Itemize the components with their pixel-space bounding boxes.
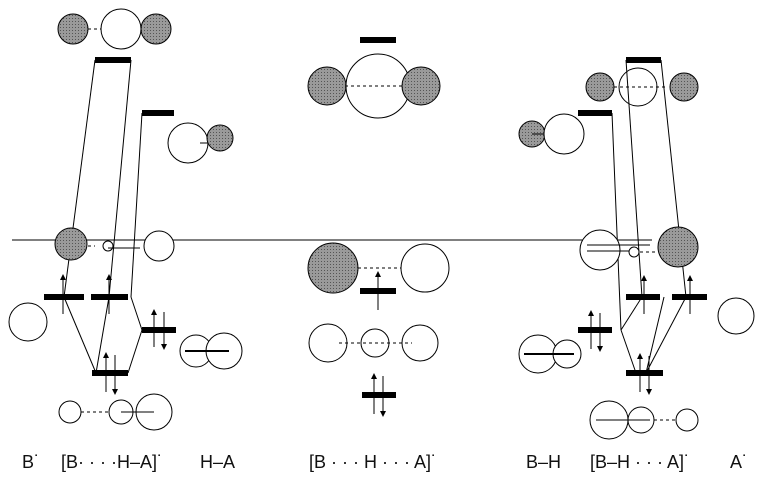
label-bh-a-complex: [B–H · · · A]˙ (590, 452, 691, 472)
orbital-center-top (307, 53, 441, 119)
label-a-radical: A˙ (730, 452, 748, 472)
left-complex-diagram (8, 8, 243, 431)
orbital-left-somo (54, 227, 175, 262)
label-b-radical: B˙ (22, 452, 40, 472)
orbital-bh-sigma (518, 334, 582, 374)
label-b-ha-complex: [B· · · ·H–A]˙ (61, 452, 163, 472)
orbital-ha-sigma (179, 332, 243, 370)
orbital-center-somo (307, 242, 450, 294)
orbital-right-somo (579, 226, 699, 271)
label-ha: H–A (200, 452, 236, 472)
orbital-left-bottom (58, 393, 173, 431)
orbital-ha-sigma-star (167, 122, 234, 164)
label-bha-complex: [B · · · H · · · A]˙ (309, 452, 437, 472)
orbital-a-radical (717, 297, 755, 335)
orbital-b-radical (8, 302, 48, 342)
orbital-right-top (585, 67, 699, 107)
right-complex-diagram (518, 57, 755, 440)
orbital-bh-sigma-star (518, 113, 585, 155)
center-complex-diagram (307, 37, 450, 417)
orbital-left-top (57, 8, 172, 50)
orbital-center-sigma (308, 323, 439, 363)
orbital-right-bottom (589, 400, 699, 440)
label-bh: B–H (526, 452, 562, 472)
